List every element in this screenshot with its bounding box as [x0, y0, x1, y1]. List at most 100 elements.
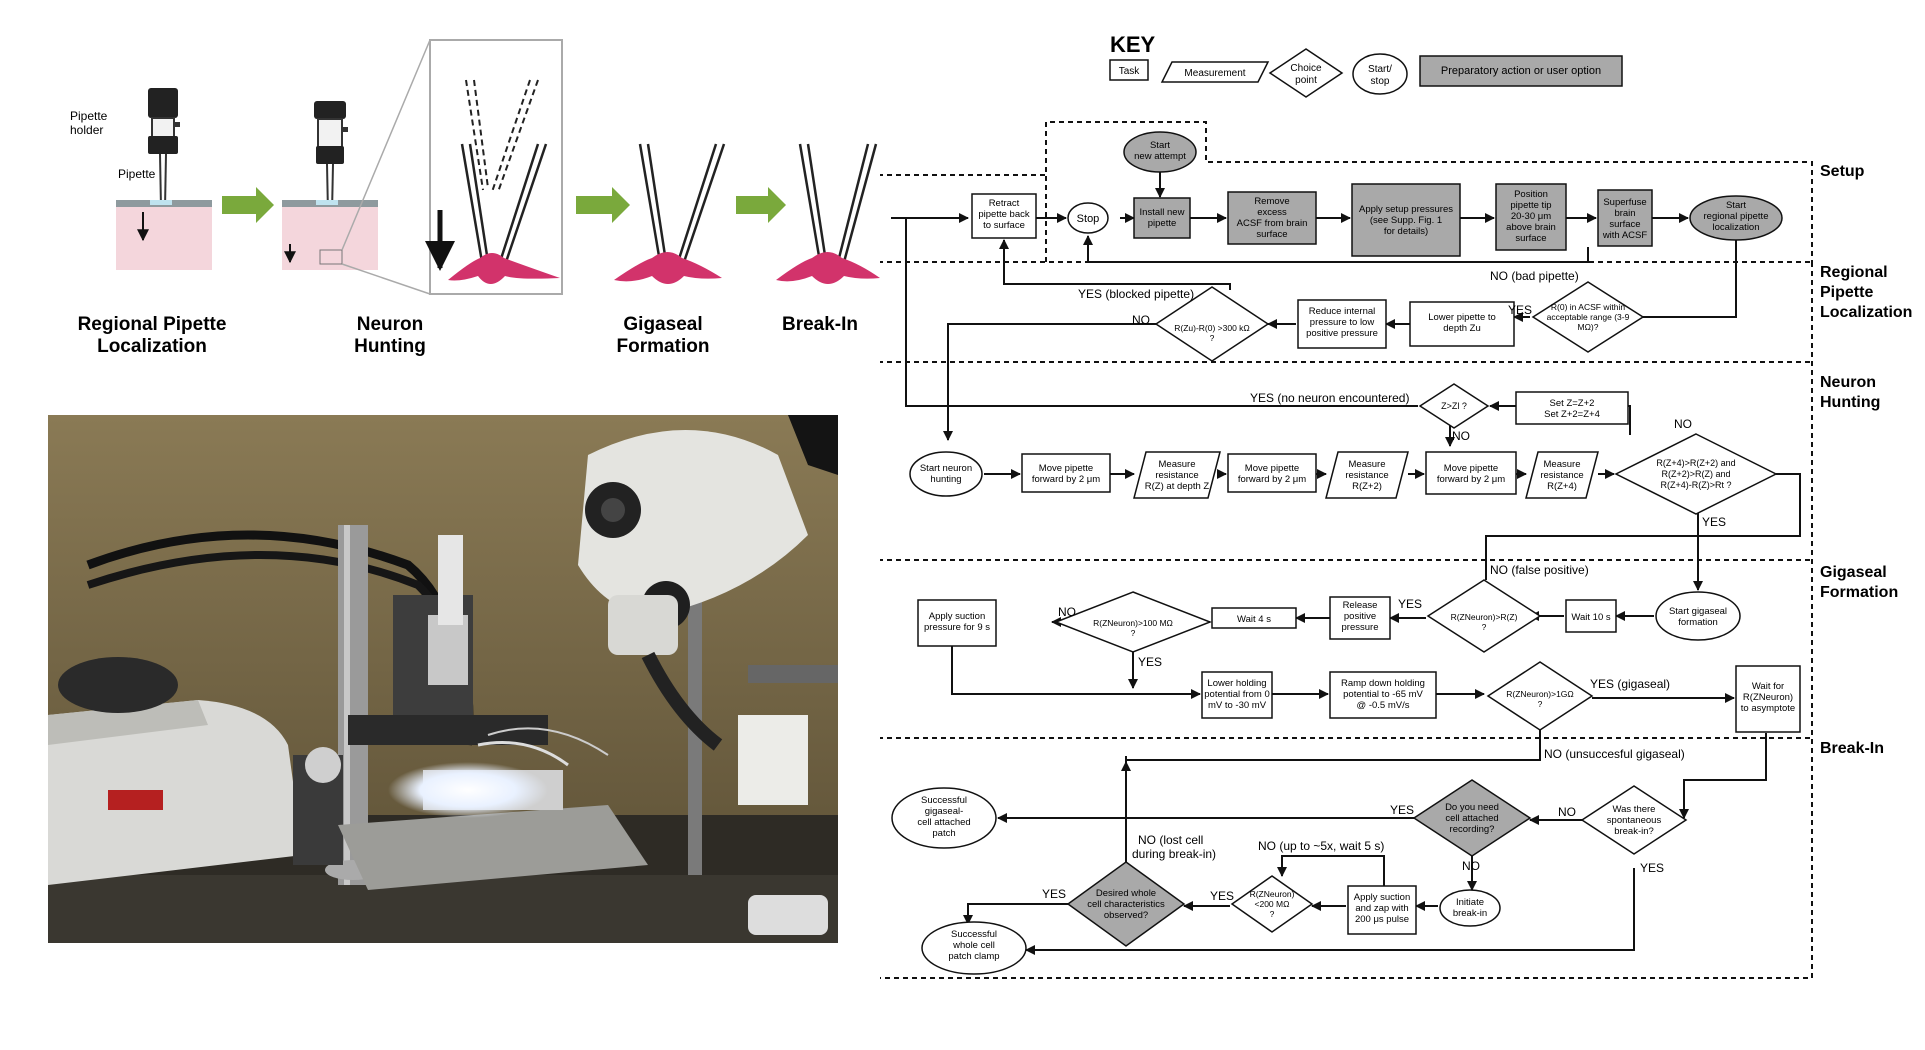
stage-hunting-illustration [282, 39, 563, 295]
node-text: R(ZNeuron)<200 MΩ? [1250, 889, 1295, 919]
node-apply-setup [1351, 183, 1461, 257]
edge-label: NO [1132, 313, 1150, 327]
edge-label: NO [1462, 859, 1480, 873]
node-need-attached [1412, 779, 1532, 857]
node-measure-3 [1525, 451, 1599, 499]
node-lower-hold [1201, 671, 1273, 719]
node-remove-acsf [1227, 191, 1317, 245]
node-wait-asym [1735, 665, 1801, 733]
node-z-check [1418, 383, 1490, 429]
edge-label: NO (false positive) [1490, 563, 1589, 577]
edge-label: YES [1042, 887, 1066, 901]
edge-label: YES [1640, 861, 1664, 875]
edge-label: YES [1390, 803, 1414, 817]
stage-arrow [736, 187, 786, 223]
node-r0-check [1531, 281, 1645, 353]
key-measurement: Measurement [1184, 68, 1245, 79]
node-rt-check [1614, 433, 1778, 515]
node-spont-check [1580, 785, 1688, 855]
edge-label: YES [1398, 597, 1422, 611]
edge-label: YES [1210, 889, 1234, 903]
stage-label: Break-In [782, 314, 858, 335]
node-text: R(ZNeuron)>100 MΩ? [1093, 618, 1173, 638]
stage-breakin-illustration [776, 143, 880, 284]
edge-label: YES (blocked pipette) [1078, 287, 1194, 301]
node-r1g-check [1486, 661, 1594, 731]
node-rzu-check [1154, 286, 1270, 362]
edge-label: NO [1558, 805, 1576, 819]
node-reduce-pressure [1297, 299, 1387, 349]
node-r200-check [1230, 875, 1314, 933]
stage-arrow [576, 187, 630, 223]
node-success-attached [891, 787, 997, 849]
section-title-breakin: Break-In [1820, 740, 1884, 757]
node-measure-1 [1133, 451, 1221, 499]
node-wait-10 [1565, 599, 1617, 633]
node-position-tip [1495, 183, 1567, 251]
edge-label: NO [1674, 417, 1692, 431]
node-install-pipette [1133, 197, 1191, 239]
edge-label: YES [1508, 303, 1532, 317]
node-text: R(ZNeuron)>R(Z)? [1451, 612, 1518, 632]
node-set-z [1515, 391, 1629, 425]
node-success-whole [921, 921, 1027, 975]
node-start-hunting [909, 451, 983, 497]
node-text: R(ZNeuron)>1GΩ? [1506, 689, 1574, 709]
section-title-setup: Setup [1820, 163, 1865, 180]
node-start-regional [1689, 195, 1783, 241]
node-move-2 [1227, 453, 1317, 493]
rig-photo [48, 415, 838, 943]
node-desired-check [1066, 861, 1186, 947]
edge-label: YES [1702, 515, 1726, 529]
node-move-1 [1021, 453, 1111, 493]
key-prep: Preparatory action or user option [1441, 65, 1601, 77]
node-measure-2 [1325, 451, 1409, 499]
edge-label: YES [1138, 655, 1162, 669]
pipette-label: Pipette [118, 167, 156, 181]
edge-label: NO (up to ~5x, wait 5 s) [1258, 839, 1384, 853]
node-start-new-attempt [1123, 131, 1197, 173]
node-text: Wait 10 s [1571, 612, 1610, 623]
node-zap [1347, 885, 1417, 935]
edge-label: NO [1452, 429, 1470, 443]
node-superfuse [1597, 189, 1653, 247]
section-borders [880, 121, 1813, 979]
node-lower-zu [1409, 301, 1515, 347]
node-wait-4 [1211, 607, 1297, 629]
node-r100-check [1053, 591, 1213, 653]
stage-gigaseal-illustration [614, 143, 726, 284]
node-ramp [1329, 671, 1437, 719]
edge-label: NO [1058, 605, 1076, 619]
edge-label: YES (no neuron encountered) [1250, 391, 1409, 405]
